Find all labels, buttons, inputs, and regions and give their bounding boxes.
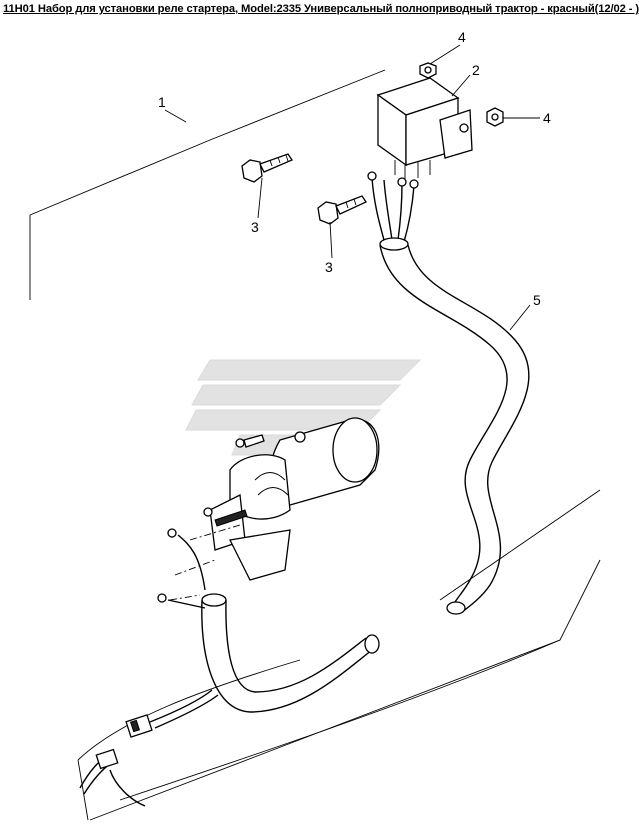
connector-upper bbox=[125, 714, 153, 738]
callout-1: 1 bbox=[158, 94, 166, 110]
page-title: 11H01 Набор для установки реле стартера,… bbox=[3, 3, 639, 15]
wiring-harness bbox=[379, 237, 530, 615]
relay-leads bbox=[367, 171, 419, 243]
starter-relay bbox=[376, 77, 473, 180]
leader-lines bbox=[164, 44, 540, 331]
starter-cables bbox=[157, 528, 206, 609]
nut-upper bbox=[419, 62, 437, 79]
callout-3-lower: 3 bbox=[325, 259, 333, 275]
connector-lower bbox=[79, 748, 146, 807]
callout-4-upper: 4 bbox=[458, 29, 466, 45]
alignment-lines bbox=[169, 524, 241, 601]
callout-4-right: 4 bbox=[543, 110, 551, 126]
starter-motor bbox=[203, 417, 380, 581]
lower-harness bbox=[149, 593, 380, 729]
bolt-upper bbox=[241, 153, 293, 183]
nut-right bbox=[486, 107, 504, 127]
callout-5: 5 bbox=[533, 292, 541, 308]
callout-3-upper: 3 bbox=[251, 219, 259, 235]
frame-outline bbox=[29, 69, 601, 821]
bolt-lower bbox=[317, 195, 367, 225]
callout-2: 2 bbox=[472, 62, 480, 78]
